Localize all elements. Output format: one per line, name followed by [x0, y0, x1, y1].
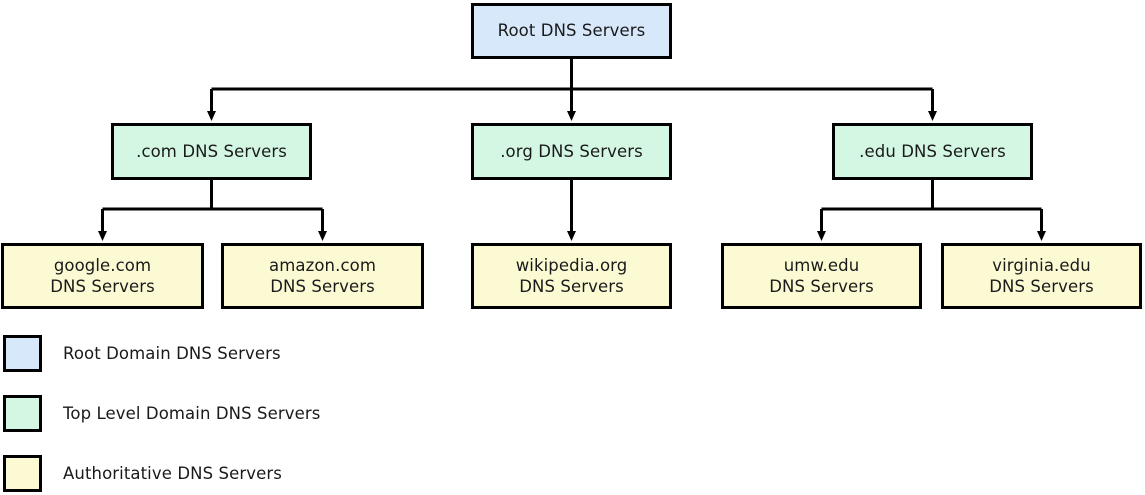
node-label-line2: DNS Servers	[989, 277, 1094, 296]
node-label: .com DNS Servers	[136, 141, 287, 161]
legend-label-root-domain: Root Domain DNS Servers	[63, 343, 281, 363]
node-label-line2: DNS Servers	[50, 277, 155, 296]
node-label-line1: google.com	[53, 255, 152, 275]
legend-swatch-root-domain	[3, 334, 42, 372]
node-wikipedia-org-dns-servers[interactable]: wikipedia.org DNS Servers	[471, 243, 672, 309]
node-root-dns-servers[interactable]: Root DNS Servers	[471, 3, 672, 59]
node-label: .org DNS Servers	[500, 141, 643, 161]
node-label-line1: umw.edu	[783, 255, 860, 275]
legend-label-authoritative: Authoritative DNS Servers	[63, 463, 282, 483]
legend-swatch-authoritative	[3, 454, 42, 492]
legend-swatch-top-level-domain	[3, 394, 42, 432]
node-label-line1: amazon.com	[269, 255, 376, 275]
legend-label-top-level-domain: Top Level Domain DNS Servers	[63, 403, 321, 423]
node-edu-dns-servers[interactable]: .edu DNS Servers	[832, 123, 1033, 180]
legend-item-top-level-domain: Top Level Domain DNS Servers	[0, 393, 320, 433]
legend-item-root-domain: Root Domain DNS Servers	[0, 333, 281, 373]
node-label-line1: virginia.edu	[992, 255, 1091, 275]
node-google-com-dns-servers[interactable]: google.com DNS Servers	[1, 243, 204, 309]
node-amazon-com-dns-servers[interactable]: amazon.com DNS Servers	[221, 243, 424, 309]
node-org-dns-servers[interactable]: .org DNS Servers	[471, 123, 672, 180]
node-label-line2: DNS Servers	[769, 277, 874, 296]
node-umw-edu-dns-servers[interactable]: umw.edu DNS Servers	[721, 243, 922, 309]
node-label-line2: DNS Servers	[270, 277, 375, 296]
node-label: .edu DNS Servers	[859, 141, 1006, 161]
node-label-line2: DNS Servers	[519, 277, 624, 296]
legend-item-authoritative: Authoritative DNS Servers	[0, 453, 282, 493]
node-label: Root DNS Servers	[497, 21, 646, 41]
node-virginia-edu-dns-servers[interactable]: virginia.edu DNS Servers	[941, 243, 1142, 309]
legend: Root Domain DNS Servers Top Level Domain…	[0, 325, 1145, 495]
node-com-dns-servers[interactable]: .com DNS Servers	[111, 123, 312, 180]
node-label-line1: wikipedia.org	[515, 255, 628, 275]
